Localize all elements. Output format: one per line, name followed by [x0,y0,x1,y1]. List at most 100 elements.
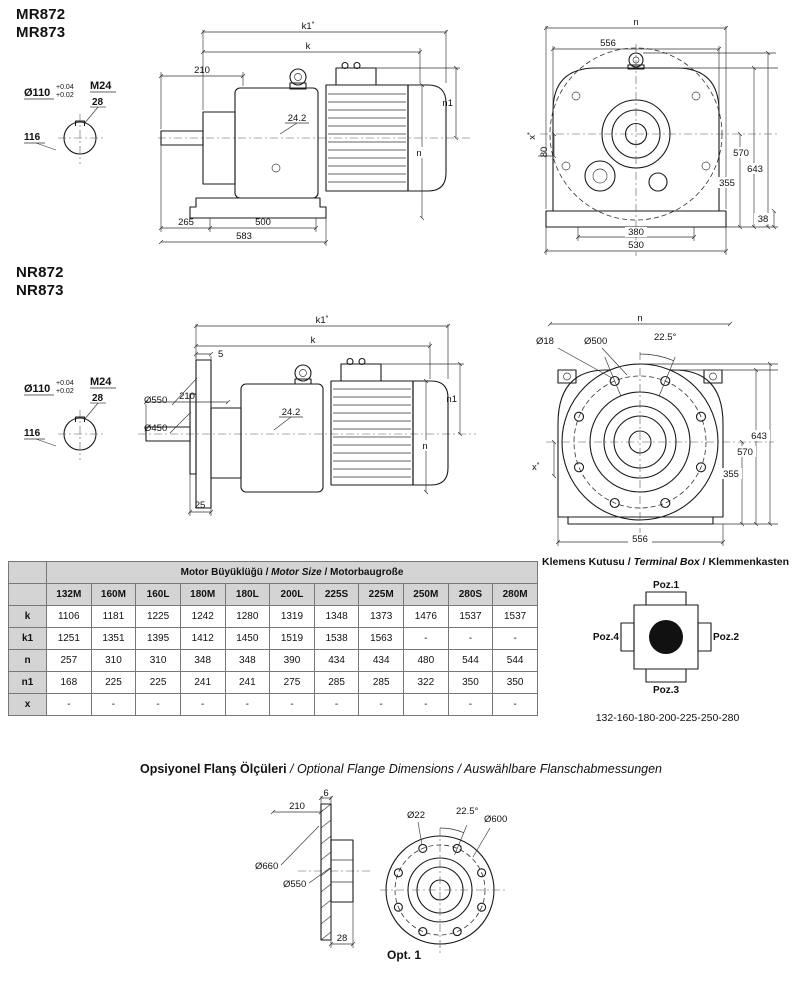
flange-side-geometry [298,803,373,941]
dim-116: 116 [24,132,41,143]
terminal-title-tr: Klemens Kutusu / [542,556,634,568]
dim-570: 570 [737,447,753,458]
table-cell: 241 [179,671,226,694]
table-cell: 1476 [403,605,449,628]
cable-entry-circle [649,620,683,654]
table-row: n 257 310 310 348 348 390 434 434 480 54… [8,649,538,672]
table-cell: - [447,627,494,650]
terminal-box-title: Klemens Kutusu / Terminal Box / Klemmenk… [542,556,792,568]
table-title-de: / Motorbaugroße [321,567,404,578]
mr-side-view-drawing: k1* k 210 24.2 n1 n 265 500 583 [158,21,470,246]
table-cell: 390 [269,649,315,672]
dim-116: 116 [24,428,41,439]
table-col-header: 225M [358,583,404,606]
table-cell: 1242 [179,605,226,628]
table-cell: 480 [403,649,449,672]
table-cell: 350 [447,671,494,694]
table-col-header: 160L [135,583,181,606]
flange-front-geometry [380,825,506,954]
table-cell: 1225 [135,605,181,628]
dim-80: 80 [539,147,550,158]
table-cell: 1537 [447,605,494,628]
table-cell: 1538 [313,627,360,650]
flange-front-dimensions: Ø22 22.5° Ø600 [407,806,507,858]
table-row: k 1106 1181 1225 1242 1280 1319 1348 137… [8,605,538,628]
table-cell: 225 [90,671,137,694]
table-col-header: 200L [269,583,315,606]
dim-38: 38 [758,214,769,225]
flange-option-label: Opt. 1 [386,948,421,962]
table-cell: - [447,693,494,716]
table-cell: 348 [224,649,271,672]
mr-front-view-drawing: n 556 355 570 643 80 x* 38 380 530 [527,17,778,256]
table-col-header: 280M [492,583,538,606]
table-cell: - [492,627,538,650]
dim-24-2: 24.2 [288,113,307,124]
table-cell: - [492,693,538,716]
dim-583: 583 [236,231,252,242]
dim-dia500: Ø500 [584,336,607,347]
dim-556: 556 [632,534,648,545]
table-cell: 1351 [90,627,137,650]
table-cell: 1412 [179,627,226,650]
dim-thread: M24 [90,80,112,92]
table-header-row: 132M 160M 160L 180M 180L 200L 225S 225M … [8,583,538,606]
dim-5: 5 [218,349,223,360]
table-cell: 322 [403,671,449,694]
model-nr872: NR872 [16,264,64,281]
table-cell: 310 [90,649,137,672]
motor-size-table: Motor Büyüklüğü / Motor Size / Motorbaug… [8,561,538,716]
table-cell: 1537 [492,605,538,628]
nr-side-geometry [138,357,476,509]
table-cell: - [224,693,271,716]
table-cell: 257 [46,649,92,672]
table-cell: 434 [358,649,404,672]
table-col-header: 180M [179,583,226,606]
flange-side-dimensions: 6 210 Ø660 Ø550 28 [255,788,356,948]
dim-shaft-dia: Ø110 [24,87,50,99]
dim-28: 28 [92,393,104,404]
nr-front-dimensions: n Ø18 Ø500 22.5° 355 570 643 x* 556 [532,313,778,546]
table-title-cell: Motor Büyüklüğü / Motor Size / Motorbaug… [46,561,538,584]
table-cell: - [358,693,404,716]
table-row: x - - - - - - - - - - - [8,693,538,716]
flange-side-view-drawing: 6 210 Ø660 Ø550 28 [255,788,373,948]
table-col-header: 250M [403,583,449,606]
nr-side-view-drawing: k1* k 5 210 24.2 n1 n Ø550 Ø450 25 [138,315,476,516]
poz3-label: Poz.3 [653,685,680,696]
dim-tol-upper: +0.04 [56,380,74,387]
table-cell: 1319 [269,605,315,628]
dim-x: x* [527,132,538,140]
table-col-header: 132M [46,583,92,606]
mr-front-dimensions: n 556 355 570 643 80 x* 38 380 530 [527,17,778,255]
table-title-en: Motor Size [271,567,322,578]
dim-n1: n1 [446,394,457,405]
poz1-label: Poz.1 [653,580,680,591]
table-row-label: k1 [8,627,47,650]
dim-28: 28 [92,97,104,108]
dim-dia660: Ø660 [255,861,278,872]
table-cell: 1280 [224,605,271,628]
dim-shaft-dia: Ø110 [24,383,50,395]
mr-front-geometry [540,44,778,256]
terminal-title-en: Terminal Box [633,556,700,568]
model-mr872: MR872 [16,6,66,23]
table-cell: - [46,693,92,716]
dim-k: k [306,41,311,52]
dim-n: n [416,148,421,159]
dim-n1: n1 [442,98,453,109]
table-cell: - [135,693,181,716]
dim-dia600: Ø600 [484,814,507,825]
dim-210: 210 [289,801,305,812]
table-cell: 1106 [46,605,92,628]
dim-210: 210 [194,65,210,76]
table-title-tr: Motor Büyüklüğü / [180,567,272,578]
dim-530: 530 [628,240,644,251]
table-col-header: 280S [447,583,494,606]
table-cell: 348 [179,649,226,672]
dim-x: x* [532,462,540,473]
dim-265: 265 [178,217,194,228]
terminal-box-diagram: Poz.1 Poz.2 Poz.4 Poz.3 [593,580,740,696]
table-col-header: 180L [224,583,271,606]
